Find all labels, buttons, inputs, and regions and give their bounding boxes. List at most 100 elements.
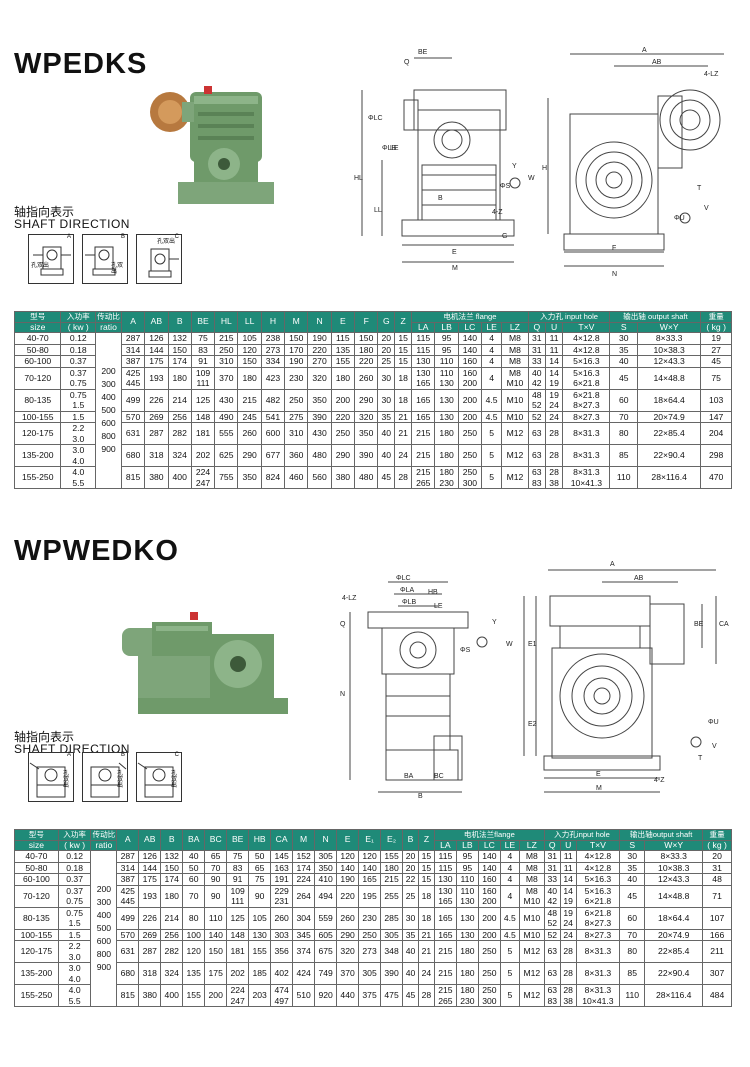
table-cell: 50: [182, 861, 206, 874]
svg-text:ΦS: ΦS: [500, 183, 511, 190]
table-cell: 250 300: [457, 466, 483, 489]
table-cell: 160: [477, 873, 501, 886]
table-cell: 250 300: [477, 984, 501, 1007]
table-cell: 25: [377, 355, 396, 368]
table-cell: 290: [330, 444, 356, 467]
table-cell: 152: [292, 850, 316, 863]
table-cell: 70: [619, 928, 646, 941]
table-cell: 0.12: [57, 850, 92, 863]
svg-text:F: F: [612, 245, 616, 252]
col-hl: HL: [214, 311, 239, 333]
table-cell: 30: [377, 388, 396, 412]
table-cell: 226: [144, 388, 169, 412]
table-cell: 22×85.4: [636, 422, 702, 445]
table-cell: 115: [411, 332, 436, 345]
table-cell: 8×27.3: [575, 928, 621, 941]
col-e: E: [330, 311, 356, 333]
table-cell: 22×90.4: [636, 444, 702, 467]
shaft-direction-en: SHAFT DIRECTION: [14, 217, 130, 231]
table-cell: 255: [380, 884, 404, 908]
table-cell: 145: [270, 850, 294, 863]
table-cell: 166: [702, 928, 732, 941]
table-cell: 4×12.8: [575, 850, 621, 863]
table-cell: 180: [380, 861, 404, 874]
table-cell: 24: [559, 928, 577, 941]
table-cell: 0.75 1.5: [57, 906, 92, 930]
table-cell: 215: [214, 332, 239, 345]
table-cell: 110: [434, 355, 459, 368]
table-cell: 499: [120, 388, 146, 412]
table-cell: 350: [314, 861, 338, 874]
table-cell: 40: [377, 444, 396, 467]
table-cell: M12: [518, 962, 545, 985]
table-cell: 555: [214, 422, 239, 445]
table-cell: 5×16.3: [562, 355, 611, 368]
table-cell: 320: [336, 940, 360, 963]
table-cell: M12: [501, 444, 529, 467]
table-cell: 202: [190, 444, 216, 467]
table-cell: 95: [434, 343, 459, 356]
svg-text:BE: BE: [418, 49, 428, 56]
table-cell: 677: [260, 444, 286, 467]
table-cell: 193: [144, 366, 169, 390]
shaft-direction-icons-2: A 孔双出 B 孔双出 C 孔双出: [28, 752, 182, 802]
table-cell: 130: [248, 928, 272, 941]
table-cell: 48 52: [543, 906, 561, 930]
table-cell: 22×90.4: [644, 962, 704, 985]
table-cell: 4: [481, 366, 503, 390]
table-cell: 52: [527, 410, 546, 423]
table-cell: 350: [354, 422, 379, 445]
table-cell: 324: [160, 962, 184, 985]
table-cell: 24: [544, 410, 564, 423]
table-cell: 28 38: [544, 466, 564, 489]
table-cell: 31: [527, 343, 546, 356]
table-cell: M8: [518, 861, 545, 874]
table-cell: 15: [394, 355, 413, 368]
table-cell: 165: [411, 410, 436, 423]
table-cell: 130 165: [433, 884, 457, 908]
table-cell: 350: [307, 388, 332, 412]
svg-text:M: M: [596, 785, 602, 792]
table-cell: M12: [501, 466, 529, 489]
table-cell: 220: [336, 884, 360, 908]
table-cell: M8 M10: [518, 884, 545, 908]
table-cell: 475: [380, 984, 404, 1007]
table-cell: 350: [237, 466, 262, 489]
table-cell: 5×16.3 6×21.8: [562, 366, 611, 390]
table-cell: 269: [138, 928, 162, 941]
table-cell: 400: [160, 984, 184, 1007]
table-cell: 305: [314, 850, 338, 863]
table-subheader-row: size ( kw ) ratio LA LB LC LE LZ Q U T×V…: [13, 321, 732, 333]
table-cell: 5×16.3: [575, 873, 621, 886]
table-cell: 80: [609, 422, 638, 445]
table-cell: 8×27.3: [562, 410, 611, 423]
table-cell: 25: [402, 884, 419, 908]
table-cell: 130: [434, 410, 459, 423]
table-cell: 269: [144, 410, 169, 423]
table-cell: 165: [358, 873, 382, 886]
table-cell: 8×31.3 10×41.3: [562, 466, 611, 489]
table-cell: 155-250: [13, 466, 62, 489]
table-cell: 150: [167, 343, 192, 356]
table-cell: 424: [292, 962, 316, 985]
table-cell: 185: [248, 962, 272, 985]
table-cell: 18: [394, 388, 413, 412]
shaft-direction-a-icon-2: A 孔双出: [28, 752, 74, 802]
table-cell: 50: [248, 850, 272, 863]
svg-text:V: V: [704, 205, 709, 212]
table-cell: 148: [226, 928, 250, 941]
table-cell: 14: [559, 873, 577, 886]
table-cell: 100-155: [14, 928, 59, 941]
table-cell: 4×12.8: [575, 861, 621, 874]
table-cell: 14 19: [559, 884, 577, 908]
table-cell: 155: [380, 850, 404, 863]
table-cell: 130: [455, 928, 479, 941]
table-cell: 749: [314, 962, 338, 985]
table-cell: 175: [204, 962, 228, 985]
table-cell: 132: [160, 850, 184, 863]
